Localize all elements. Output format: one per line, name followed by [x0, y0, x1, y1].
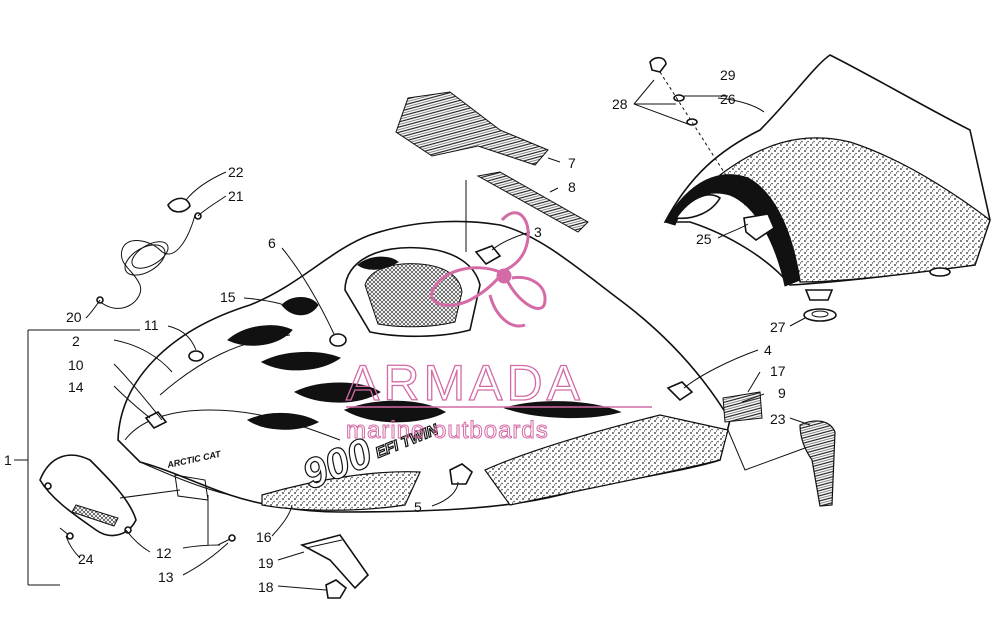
plug-6: [329, 333, 347, 347]
callout-15: 15: [220, 289, 236, 305]
side-decal-panel-left: [261, 471, 421, 511]
nut-5: [449, 463, 474, 485]
callout-labels: 1 2 3 4 5 6 7 8 9 10 11 12 13 14 15 16 1…: [4, 67, 786, 595]
callout-24: 24: [78, 551, 94, 567]
callout-19: 19: [258, 555, 274, 571]
leader-lines: [14, 79, 811, 591]
callout-16: 16: [256, 529, 272, 545]
screw-28: [649, 56, 667, 73]
callout-22: 22: [228, 164, 244, 180]
headlight-bracket-12: [39, 454, 137, 537]
nut-18: [325, 579, 348, 599]
vent-top-left: [281, 297, 319, 316]
vent-side: [503, 401, 622, 419]
callout-1: 1: [4, 452, 12, 468]
callout-9: 9: [778, 385, 786, 401]
callout-18: 18: [258, 579, 274, 595]
vent-lower: [246, 412, 320, 430]
callout-21: 21: [228, 188, 244, 204]
decal-7: [395, 91, 549, 166]
callout-12: 12: [156, 545, 172, 561]
callout-29: 29: [720, 67, 736, 83]
hood-front-ridge: [124, 409, 341, 441]
callout-25: 25: [696, 231, 712, 247]
grommet-3: [474, 245, 502, 266]
plug-11: [188, 350, 204, 362]
bracket-19: [299, 534, 370, 590]
callout-3: 3: [534, 224, 542, 240]
side-decal-panel-right: [484, 414, 729, 506]
watermark-tagline: marine outboards: [346, 417, 549, 444]
washer-29: [673, 94, 685, 102]
strap-23: [799, 420, 836, 507]
hood-assembly: 900 EFI TWIN ARCTIC CAT: [117, 220, 731, 513]
windshield-vent: [674, 194, 722, 220]
watermark-brand: ARMADA: [346, 355, 584, 411]
callout-8: 8: [568, 179, 576, 195]
callout-2: 2: [72, 333, 80, 349]
windshield-edge: [664, 174, 801, 287]
callout-27: 27: [770, 319, 786, 335]
insert-14: [144, 410, 168, 430]
connector-22: [167, 197, 191, 213]
vent-left-mid: [260, 351, 342, 371]
callout-7: 7: [568, 155, 576, 171]
cable-20: [97, 214, 196, 309]
opening-shadow: [357, 256, 399, 270]
hood-lip: [139, 461, 231, 496]
watermark: ARMADA marine outboards: [345, 211, 652, 445]
callout-13: 13: [158, 569, 174, 585]
bracket-25: [743, 213, 775, 241]
washer-27: [803, 308, 837, 322]
callout-4: 4: [764, 342, 772, 358]
callout-17: 17: [770, 363, 786, 379]
windshield-assembly: [649, 54, 991, 322]
callout-11: 11: [144, 317, 159, 333]
callout-6: 6: [268, 235, 276, 251]
vent-center: [293, 382, 381, 403]
panel-17: [722, 391, 763, 423]
callout-28: 28: [612, 96, 628, 112]
propeller-logo-icon: [430, 211, 547, 328]
callout-20: 20: [66, 309, 82, 325]
callout-5: 5: [414, 499, 422, 515]
callout-14: 14: [68, 379, 84, 395]
callout-10: 10: [68, 357, 84, 373]
callout-23: 23: [770, 411, 786, 427]
decal-strip-8: [476, 171, 589, 233]
vent-left-top: [227, 325, 293, 346]
callout-26: 26: [720, 91, 736, 107]
hardware: [39, 91, 836, 599]
